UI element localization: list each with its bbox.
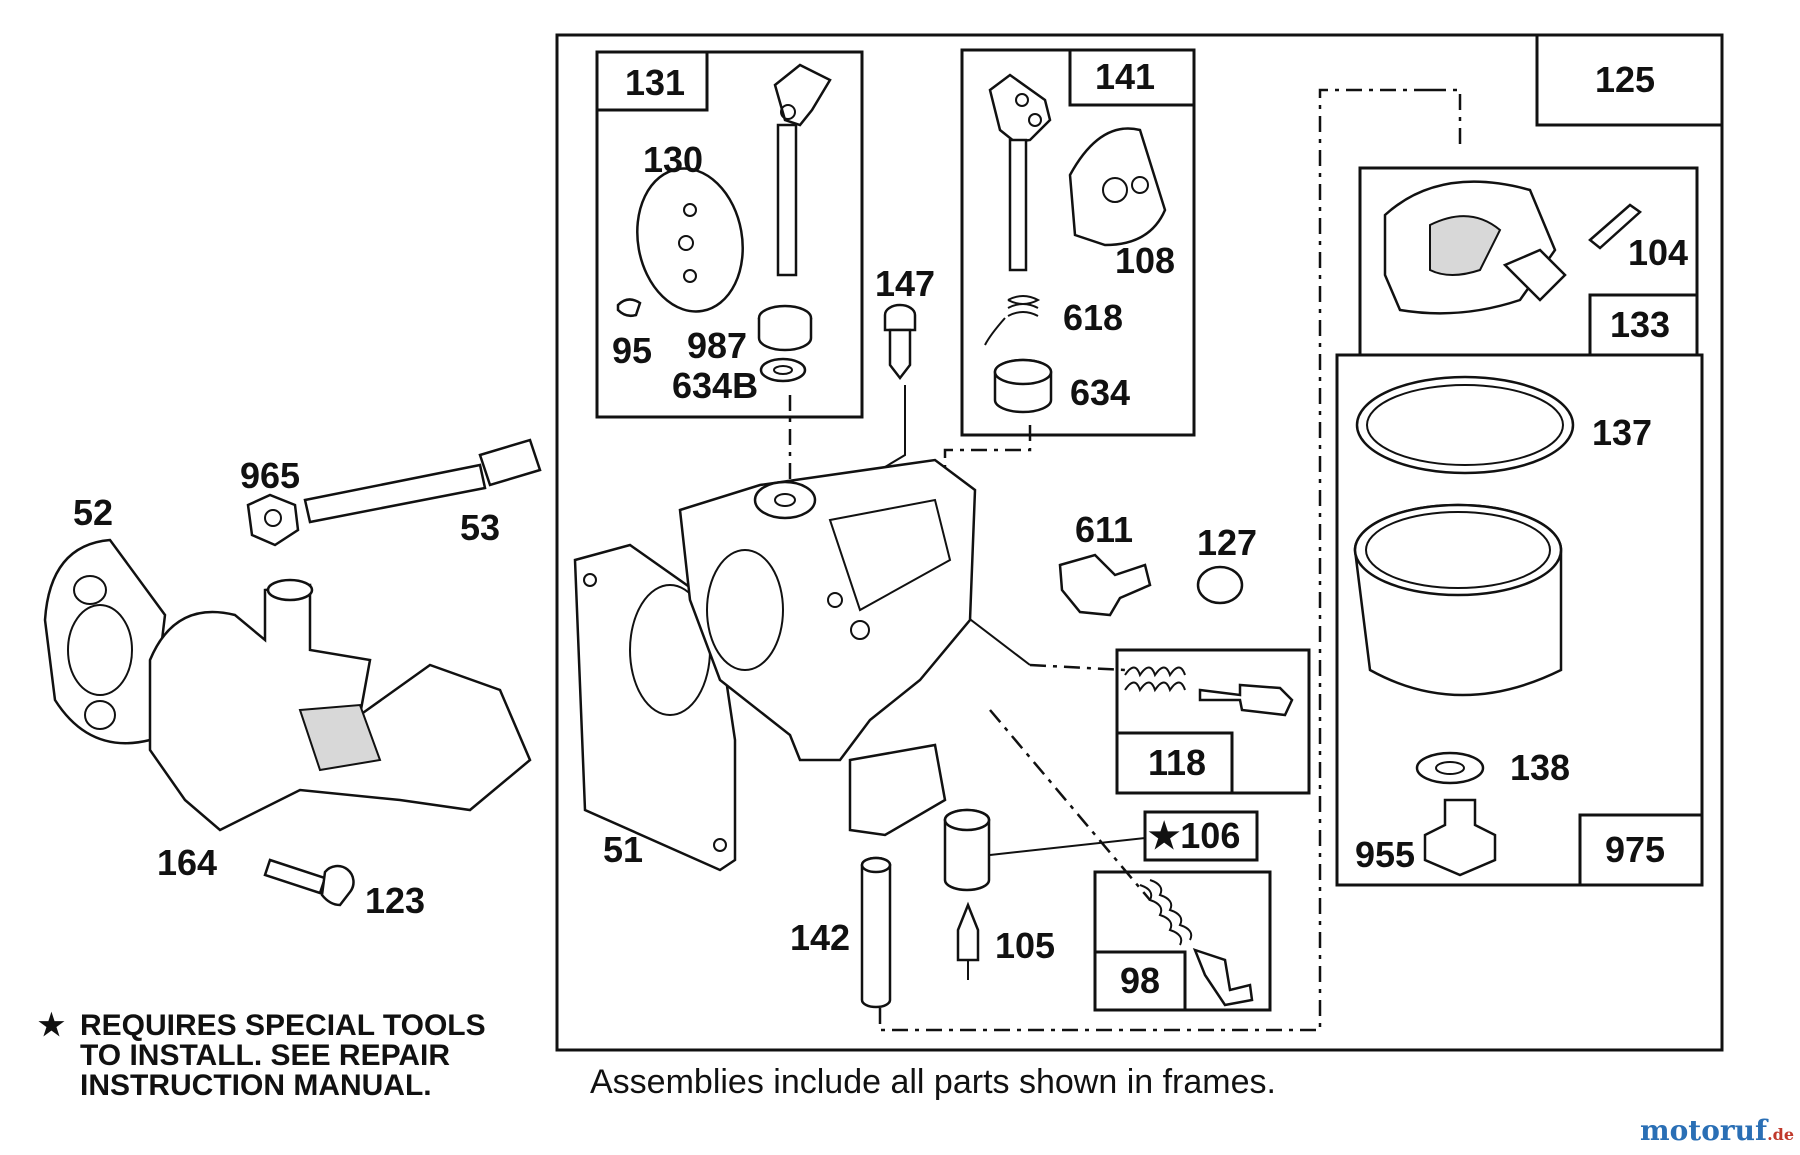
gasket-51 (573, 543, 737, 872)
spring-118 (1124, 666, 1186, 693)
main-assembly-frame (555, 33, 1724, 1052)
label-123: 123 (365, 880, 425, 921)
gasket-52 (43, 538, 167, 745)
part-labels: 131 141 125 130 147 108 104 618 133 95 9… (73, 56, 1688, 1001)
label-133: 133 (1610, 304, 1670, 345)
label-965: 965 (240, 455, 300, 496)
label-137: 137 (1592, 412, 1652, 453)
label-131: 131 (625, 62, 685, 103)
gasket-137 (1355, 375, 1575, 475)
label-box-975 (1578, 813, 1704, 887)
special-tools-note: ★ REQUIRES SPECIAL TOOLS TO INSTALL. SEE… (38, 1009, 486, 1102)
watermark-suffix: .de (1767, 1125, 1794, 1144)
label-box-133 (1588, 293, 1699, 357)
fitting-611 (1058, 553, 1152, 617)
washer-138 (1415, 751, 1485, 785)
choke-shaft-131 (773, 63, 832, 127)
label-147: 147 (875, 263, 935, 304)
tube-53 (303, 463, 487, 524)
label-141: 141 (1095, 56, 1155, 97)
screw-95 (616, 298, 642, 318)
dash-line-98 (989, 709, 1151, 901)
label-box-141 (1068, 48, 1196, 107)
label-52: 52 (73, 492, 113, 533)
label-106: ★106 (1148, 815, 1240, 856)
label-108: 108 (1115, 240, 1175, 281)
leader-106 (989, 837, 1146, 856)
label-98: 98 (1120, 960, 1160, 1001)
dash-line-125 (878, 88, 1430, 1032)
watermark: motoruf.de (1640, 1114, 1794, 1147)
frame-131 (595, 50, 864, 419)
needle-105 (956, 901, 980, 962)
tube-142 (860, 856, 892, 1009)
screw-123 (263, 858, 327, 895)
label-125: 125 (1595, 59, 1655, 100)
label-boxes (595, 33, 1724, 1012)
frame-975 (1335, 353, 1704, 887)
label-975: 975 (1605, 829, 1665, 870)
seal-634b (759, 357, 807, 383)
label-95: 95 (612, 330, 652, 371)
dash-line-118 (1029, 663, 1126, 672)
bowl-screw-955 (1423, 798, 1497, 877)
plug-127 (1196, 565, 1244, 605)
label-105: 105 (995, 925, 1055, 966)
spring-98 (1139, 879, 1193, 946)
note-line-3: INSTRUCTION MANUAL. (80, 1069, 432, 1102)
label-104: 104 (1628, 232, 1688, 273)
leader-147 (879, 385, 906, 471)
frame-118 (1115, 648, 1311, 795)
assemblies-caption: Assemblies include all parts shown in fr… (590, 1063, 1276, 1101)
watermark-logo: motoruf.de (1640, 1114, 1794, 1147)
nut-965 (246, 493, 300, 547)
carburetor-lower-body (848, 743, 947, 837)
screw-118 (1198, 683, 1294, 717)
label-118: 118 (1148, 742, 1206, 783)
label-138: 138 (1510, 747, 1570, 788)
label-611: 611 (1075, 509, 1133, 550)
label-51: 51 (603, 829, 643, 870)
label-box-106 (1143, 810, 1259, 862)
dash-line-141 (943, 425, 1032, 490)
label-127: 127 (1197, 522, 1257, 563)
dash-line-125-top (1430, 88, 1462, 150)
label-130: 130 (643, 139, 703, 180)
label-987: 987 (687, 325, 747, 366)
label-142: 142 (790, 917, 850, 958)
label-53: 53 (460, 507, 500, 548)
spring-618 (984, 295, 1041, 346)
label-955: 955 (1355, 834, 1415, 875)
part-drawings (43, 63, 1643, 1009)
frames (555, 33, 1724, 1052)
label-634b: 634B (672, 365, 758, 406)
label-618: 618 (1063, 297, 1123, 338)
throttle-plate-108 (1068, 127, 1167, 247)
screw-98 (1192, 947, 1254, 1007)
label-634: 634 (1070, 372, 1130, 413)
choke-plate-130 (636, 167, 744, 313)
note-line-2: TO INSTALL. SEE REPAIR (80, 1039, 450, 1072)
label-box-98 (1093, 950, 1187, 1012)
watermark-main: motoruf (1640, 1114, 1769, 1147)
throttle-shaft-141 (988, 73, 1052, 144)
label-box-131 (595, 50, 709, 112)
note-line-1: REQUIRES SPECIAL TOOLS (80, 1009, 486, 1042)
pin-104 (1588, 203, 1643, 250)
label-box-118 (1115, 731, 1234, 795)
label-box-125 (1535, 33, 1724, 127)
label-164: 164 (157, 842, 217, 883)
screw-147 (883, 303, 917, 332)
note-star: ★ (38, 1009, 65, 1042)
carburetor-body (678, 458, 977, 762)
